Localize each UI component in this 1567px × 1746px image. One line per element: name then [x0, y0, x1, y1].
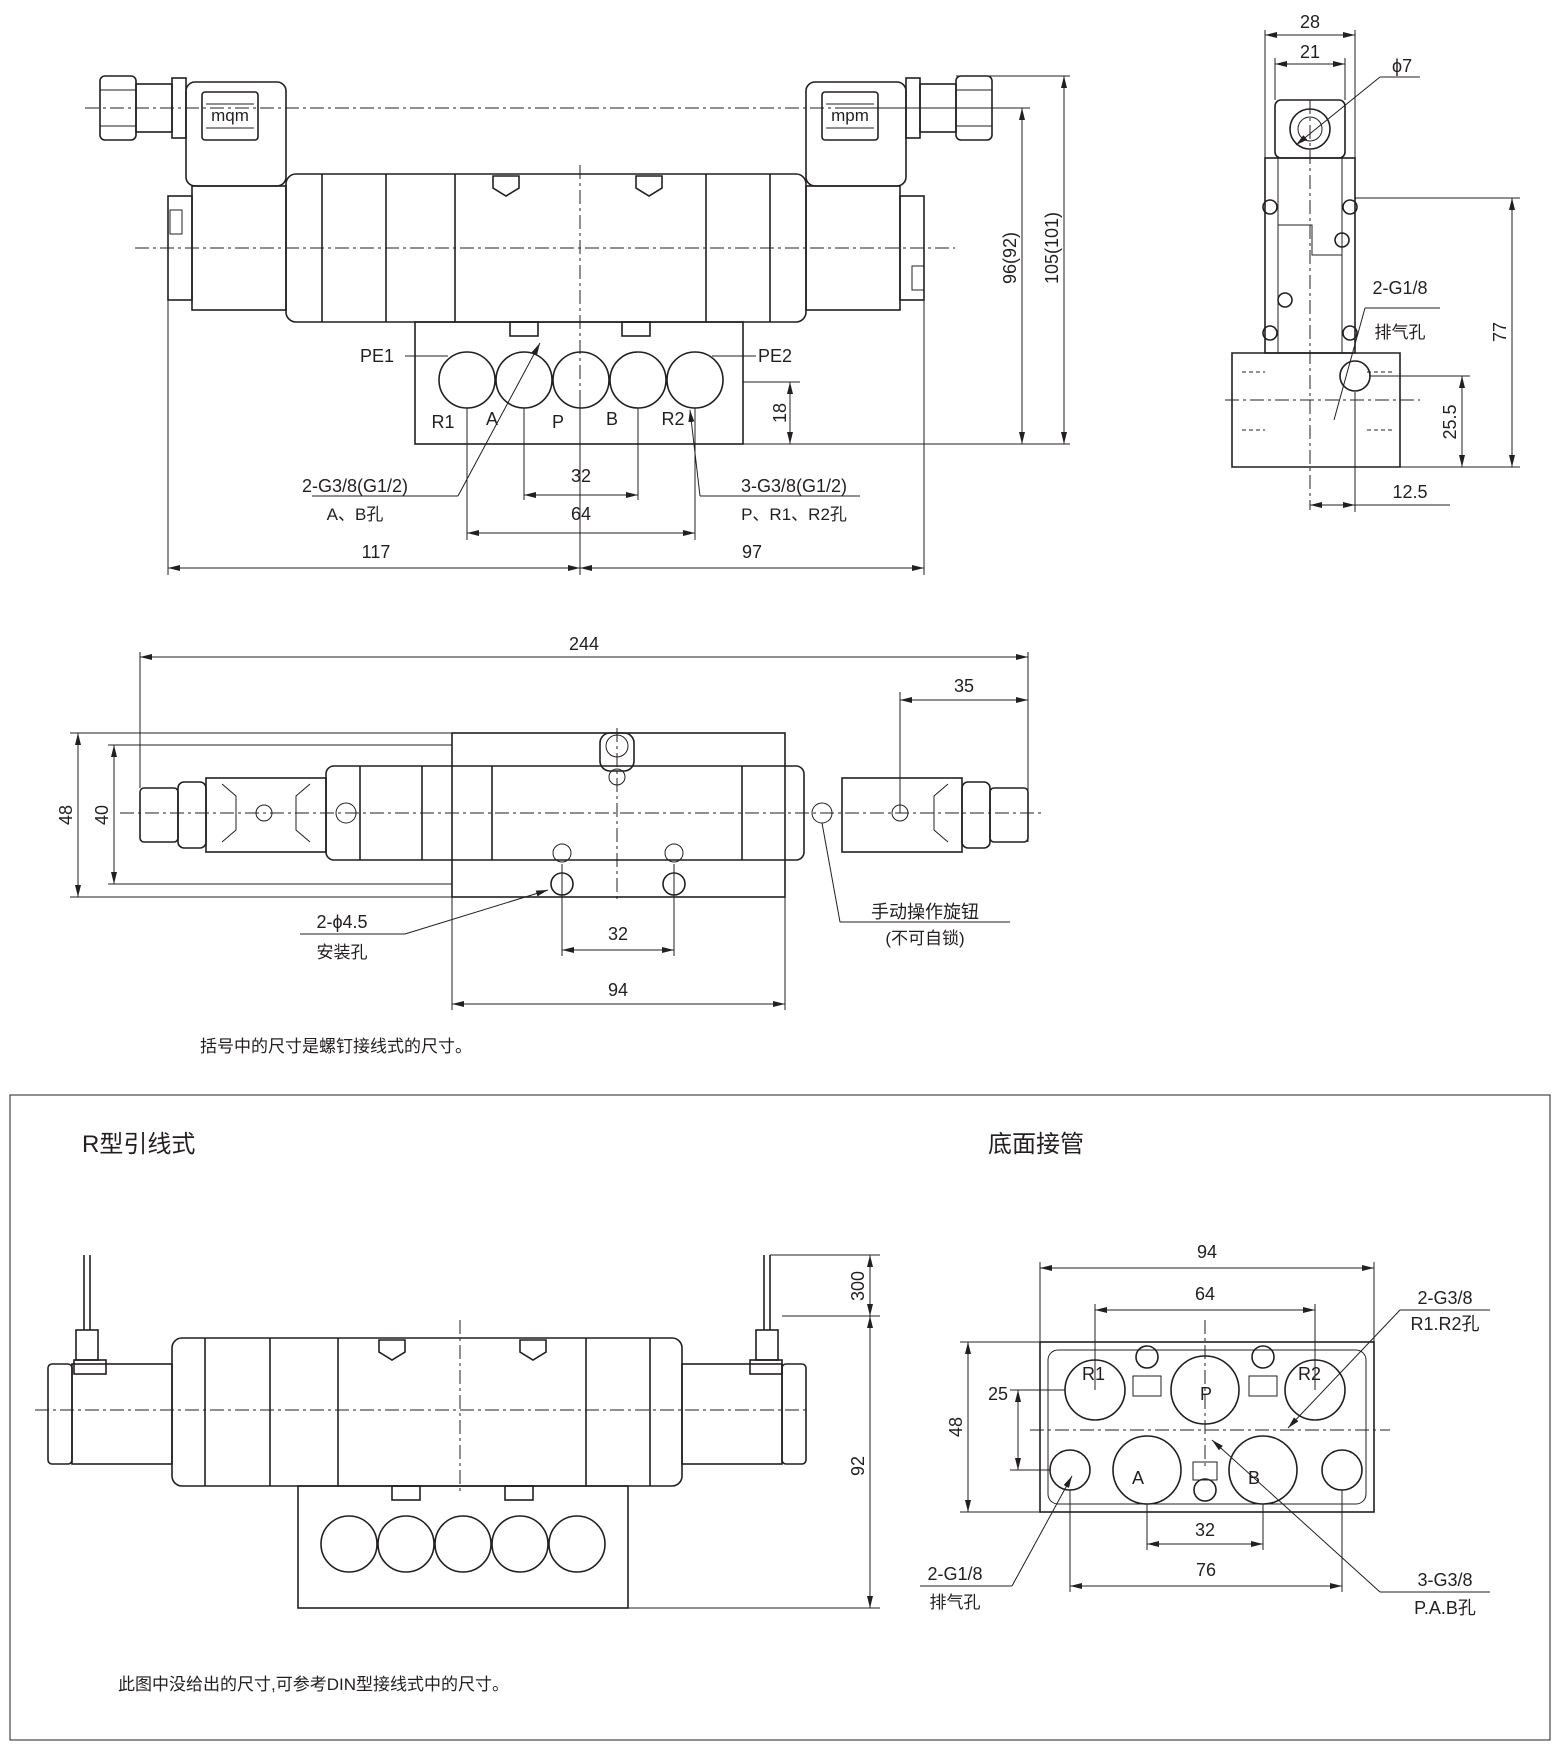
dim-28: 28: [1300, 12, 1320, 32]
dim-32-plan: 32: [608, 924, 628, 944]
dim-12-5: 12.5: [1392, 482, 1427, 502]
dim-21: 21: [1300, 42, 1320, 62]
plan-view: 244 35 48 40 2-ϕ4.5 安装孔 32 94 手动操作旋钮 (不可…: [56, 634, 1045, 1010]
piping-exhaust-spec: 2-G1/8: [927, 1564, 982, 1584]
piping-dim-64: 64: [1195, 1284, 1215, 1304]
manual-knob-label: 手动操作旋钮: [871, 902, 979, 922]
piping-dim-94: 94: [1197, 1242, 1217, 1262]
side-view: 28 21 ϕ7 2-G1/8 排气孔 77 25.5 12.5: [1225, 12, 1520, 512]
r-type-view: 300 92: [35, 1254, 880, 1609]
dim-77: 77: [1490, 322, 1510, 342]
pe2-label: PE2: [758, 346, 792, 366]
dim-300: 300: [848, 1271, 868, 1301]
dim-96: 96(92): [1000, 232, 1020, 284]
right-connector: mpm: [805, 75, 993, 187]
port-label-b: B: [606, 409, 618, 429]
piping-r-spec: 2-G3/8: [1417, 1288, 1472, 1308]
dim-94-plan: 94: [608, 980, 628, 1000]
bottom-piping-view: R1 P R2 A B 94 64 48 25 32: [920, 1242, 1490, 1618]
left-connector: mqm: [99, 75, 287, 187]
coil-logo-left: mqm: [211, 106, 249, 125]
piping-dim-25: 25: [988, 1384, 1008, 1404]
piping-p: P: [1200, 1384, 1212, 1404]
manual-knob-note: (不可自锁): [885, 929, 964, 948]
hole-name: 安装孔: [317, 943, 368, 962]
port-label-p: P: [552, 412, 564, 432]
dim-97: 97: [742, 542, 762, 562]
dim-25-5: 25.5: [1440, 404, 1460, 439]
dim-32: 32: [571, 466, 591, 486]
phi7-label: ϕ7: [1392, 56, 1412, 76]
piping-r-name: R1.R2孔: [1410, 1314, 1479, 1334]
note-bracket-dims: 括号中的尺寸是螺钉接线式的尺寸。: [200, 1037, 472, 1056]
dim-105: 105(101): [1042, 212, 1062, 284]
port-label-a: A: [486, 409, 498, 429]
exhaust-name: 排气孔: [1375, 323, 1426, 342]
bottom-piping-title: 底面接管: [988, 1131, 1084, 1158]
piping-pab-name: P.A.B孔: [1414, 1598, 1476, 1618]
pe1-label: PE1: [360, 346, 394, 366]
front-view: mqm mpm: [85, 75, 1070, 575]
port-label-r2: R2: [661, 409, 684, 429]
port-ab-spec: 2-G3/8(G1/2): [302, 476, 408, 496]
dim-35: 35: [954, 676, 974, 696]
piping-r1: R1: [1082, 1364, 1105, 1384]
exhaust-spec: 2-G1/8: [1372, 278, 1427, 298]
dim-64: 64: [571, 504, 591, 524]
port-pr-spec: 3-G3/8(G1/2): [741, 476, 847, 496]
piping-a: A: [1132, 1468, 1144, 1488]
coil-logo-right: mpm: [831, 106, 869, 125]
port-label-r1: R1: [431, 412, 454, 432]
piping-dim-76: 76: [1196, 1560, 1216, 1580]
dim-40: 40: [92, 805, 112, 825]
piping-dim-32: 32: [1195, 1520, 1215, 1540]
hole-spec: 2-ϕ4.5: [316, 912, 367, 932]
dim-117: 117: [362, 542, 391, 562]
piping-dim-48: 48: [946, 1417, 966, 1437]
piping-pab-spec: 3-G3/8: [1417, 1570, 1472, 1590]
bottom-frame: [9, 1094, 1551, 1741]
r-type-title: R型引线式: [82, 1131, 195, 1158]
r-type-note: 此图中没给出的尺寸,可参考DIN型接线式中的尺寸。: [118, 1675, 509, 1694]
port-ab-name: A、B孔: [327, 505, 384, 524]
dim-18: 18: [770, 403, 790, 423]
dim-92: 92: [848, 1456, 868, 1476]
piping-r2: R2: [1298, 1364, 1321, 1384]
dim-244: 244: [569, 634, 599, 654]
dim-48: 48: [56, 805, 76, 825]
port-pr-name: P、R1、R2孔: [741, 505, 847, 524]
piping-exhaust-name: 排气孔: [930, 1593, 981, 1612]
